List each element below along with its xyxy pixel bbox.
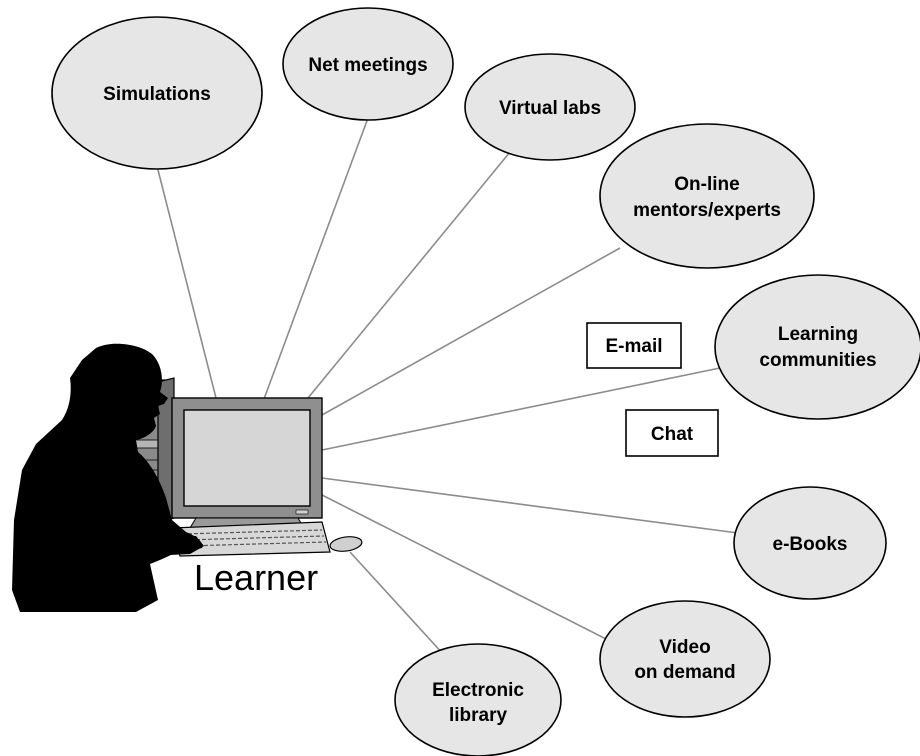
node-label: Chat <box>651 424 694 445</box>
node-simulations: Simulations <box>51 16 263 170</box>
mouse-icon <box>329 536 363 552</box>
node-video-on-demand: Video on demand <box>599 600 771 718</box>
node-net-meetings: Net meetings <box>282 7 454 121</box>
node-chat: Chat <box>625 409 719 457</box>
node-label: Virtual labs <box>499 98 601 119</box>
connector-electronic-library <box>349 551 445 656</box>
learner-arm-icon <box>60 520 204 556</box>
node-label: Net meetings <box>308 55 427 76</box>
node-virtual-labs: Virtual labs <box>464 53 636 161</box>
learner-illustration <box>12 343 363 612</box>
learner-label: Learner <box>194 557 318 598</box>
node-label: On-line <box>674 174 739 195</box>
node-label: Learning <box>778 324 858 345</box>
keyboard-icon <box>171 521 331 557</box>
node-learning-communities: Learning communities <box>714 274 920 420</box>
connectors <box>156 117 739 656</box>
node-ebooks: e-Books <box>733 486 887 600</box>
node-label: Electronic <box>432 680 524 701</box>
connector-simulations <box>156 165 217 399</box>
connector-learning-communities <box>321 367 721 451</box>
node-electronic-library: Electronic library <box>394 643 562 756</box>
node-label: communities <box>759 350 876 371</box>
node-label: mentors/experts <box>633 200 781 221</box>
node-email: E-mail <box>586 322 682 369</box>
connector-ebooks <box>321 477 739 534</box>
node-label: Video <box>659 637 710 658</box>
monitor-icon <box>157 377 323 529</box>
connector-virtual-labs <box>307 151 511 399</box>
node-label: Simulations <box>103 84 211 105</box>
node-label: library <box>449 705 508 726</box>
connector-net-meetings <box>263 117 369 400</box>
connector-video-on-demand <box>321 494 609 641</box>
node-online-mentors: On-line mentors/experts <box>599 123 815 269</box>
node-label: E-mail <box>605 336 662 357</box>
node-label: e-Books <box>773 534 848 555</box>
node-label: on demand <box>634 662 735 683</box>
connector-online-mentors <box>321 247 621 416</box>
